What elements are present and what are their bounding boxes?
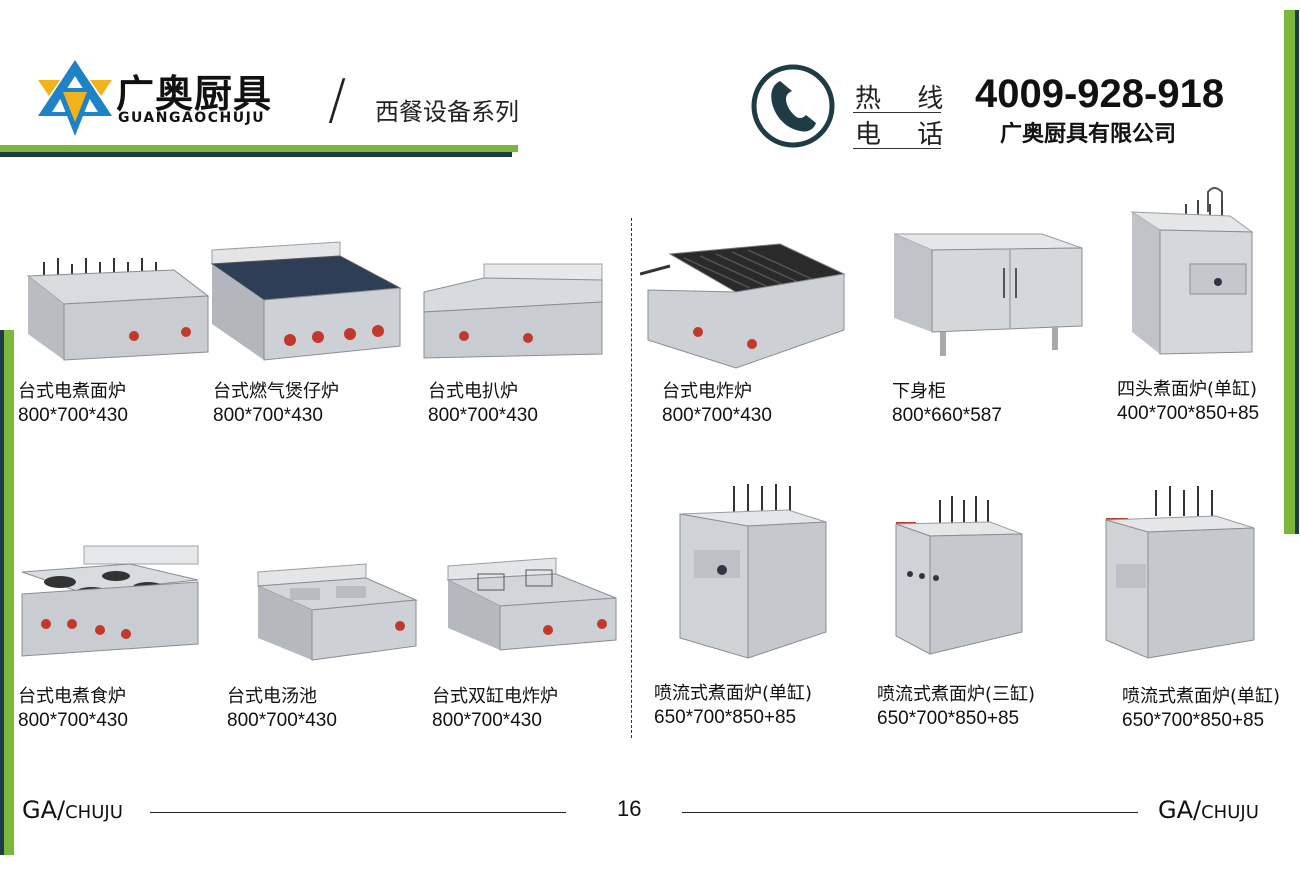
- title-separator: /: [328, 68, 347, 131]
- hotline-label-underline: [853, 148, 941, 149]
- right-accent-bar: [1284, 10, 1300, 534]
- product-name: 台式燃气煲仔炉: [213, 381, 339, 402]
- footer-brand-left-small: CHUJU: [65, 802, 123, 823]
- product-name: 下身柜: [892, 381, 946, 402]
- brand-logo-icon: [38, 60, 112, 136]
- footer-brand-left: GA/CHUJU: [22, 796, 123, 824]
- product-name: 台式电扒炉: [428, 381, 518, 402]
- footer-rule-left: [150, 812, 566, 813]
- brand-name-cn: 广奥厨具: [116, 72, 273, 116]
- product-dimensions: 800*660*587: [892, 405, 1002, 426]
- product-card: 台式电煮食炉 800*700*430: [18, 685, 128, 733]
- product-image-base-cabinet: [893, 233, 1083, 356]
- product-image-gas-claypot-stove: [210, 241, 402, 361]
- product-card: 台式双缸电炸炉 800*700*430: [432, 685, 558, 733]
- product-image-electric-grill: [640, 243, 846, 369]
- phone-icon: [751, 64, 835, 148]
- hotline-label-bottom: 电 话: [855, 120, 958, 150]
- product-dimensions: 650*700*850+85: [654, 707, 797, 728]
- product-image-electric-griddle: [423, 263, 603, 359]
- footer-brand-left-big: GA/: [22, 796, 66, 824]
- product-image-electric-hotplate: [21, 545, 199, 657]
- hotline-label-top: 热 线: [855, 84, 958, 114]
- left-accent-bar: [0, 330, 14, 855]
- product-card: 喷流式煮面炉(三缸) 650*700*850+85: [877, 683, 1035, 731]
- product-card: 台式电扒炉 800*700*430: [428, 380, 538, 428]
- product-dimensions: 650*700*850+85: [1122, 710, 1265, 731]
- product-name: 喷流式煮面炉(三缸): [877, 684, 1036, 705]
- product-card: 喷流式煮面炉(单缸) 650*700*850+85: [654, 682, 812, 730]
- product-image-jet-noodle-cooker-single: [679, 484, 827, 659]
- product-name: 台式电煮食炉: [18, 686, 126, 707]
- product-name: 台式电炸炉: [662, 381, 752, 402]
- product-card: 下身柜 800*660*587: [892, 380, 1002, 428]
- footer-brand-right: GA/CHUJU: [1158, 796, 1259, 824]
- product-card: 台式电汤池 800*700*430: [227, 685, 337, 733]
- product-name: 台式电汤池: [227, 686, 317, 707]
- product-card: 台式电炸炉 800*700*430: [662, 380, 772, 428]
- product-name: 台式双缸电炸炉: [432, 686, 558, 707]
- product-dimensions: 800*700*430: [18, 710, 128, 731]
- product-card: 喷流式煮面炉(单缸) 650*700*850+85: [1122, 685, 1280, 733]
- page-number: 16: [617, 796, 642, 821]
- hotline-number: 4009-928-918: [975, 72, 1225, 116]
- product-name: 喷流式煮面炉(单缸): [654, 683, 813, 704]
- product-dimensions: 800*700*430: [432, 710, 542, 731]
- footer-brand-right-big: GA/: [1158, 796, 1202, 824]
- product-dimensions: 800*700*430: [227, 710, 337, 731]
- product-card: 四头煮面炉(单缸) 400*700*850+85: [1117, 378, 1259, 426]
- product-image-four-head-noodle-cooker: [1130, 187, 1254, 355]
- product-dimensions: 800*700*430: [662, 405, 772, 426]
- product-dimensions: 800*700*430: [428, 405, 538, 426]
- product-image-jet-noodle-cooker-triple: [895, 496, 1023, 655]
- product-image-electric-noodle-cooker: [26, 258, 210, 361]
- product-dimensions: 800*700*430: [213, 405, 323, 426]
- footer-brand-right-small: CHUJU: [1201, 802, 1259, 823]
- footer-rule-right: [682, 812, 1138, 813]
- product-dimensions: 400*700*850+85: [1117, 403, 1260, 424]
- hotline-label-divider: [853, 112, 941, 113]
- company-name: 广奥厨具有限公司: [1000, 122, 1177, 147]
- product-name: 四头煮面炉(单缸): [1117, 379, 1258, 400]
- product-image-jet-noodle-cooker-single-2: [1105, 486, 1255, 659]
- product-name: 喷流式煮面炉(单缸): [1122, 686, 1281, 707]
- product-card: 台式燃气煲仔炉 800*700*430: [213, 380, 339, 428]
- brand-name-en: GUANGAOCHUJU: [118, 110, 266, 126]
- product-image-electric-bain-marie: [257, 563, 418, 661]
- product-name: 台式电煮面炉: [18, 381, 126, 402]
- product-dimensions: 800*700*430: [18, 405, 128, 426]
- product-card: 台式电煮面炉 800*700*430: [18, 380, 128, 428]
- column-divider: [631, 218, 632, 738]
- series-title: 西餐设备系列: [375, 98, 519, 126]
- product-dimensions: 650*700*850+85: [877, 708, 1020, 729]
- product-image-twin-tank-fryer: [446, 557, 617, 651]
- header-accent-bar: [0, 145, 518, 157]
